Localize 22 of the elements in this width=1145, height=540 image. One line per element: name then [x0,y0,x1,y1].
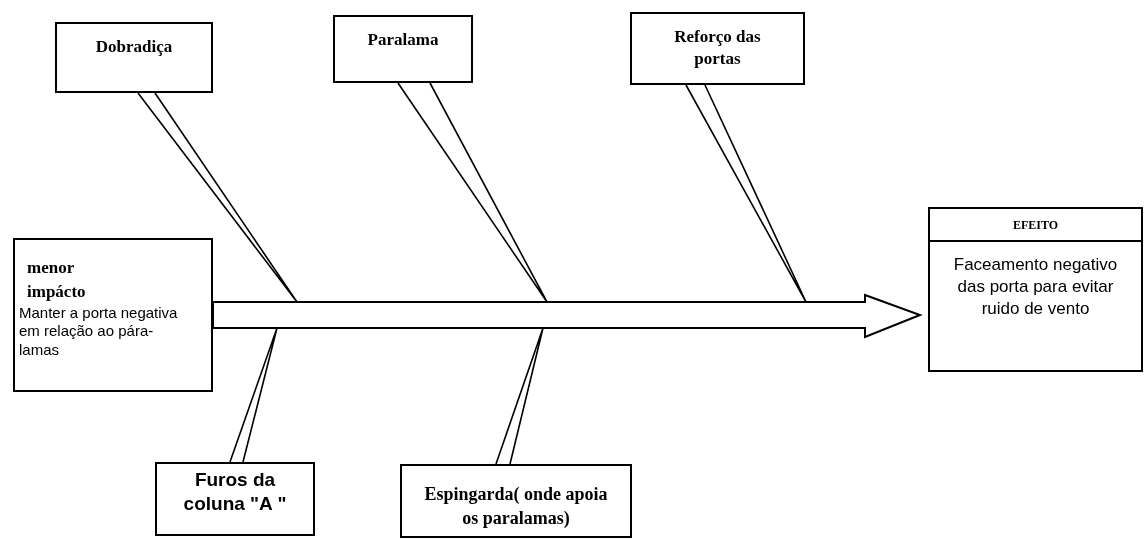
cause-heading: menor impácto [27,257,87,303]
cause-box [13,238,213,392]
bone-line [495,327,544,465]
bone-line [229,327,278,463]
cause-box [55,22,213,93]
cause-box [400,464,632,538]
cause-box [333,15,473,83]
cause-box [155,462,315,536]
spine-arrow [212,293,923,339]
cause-box [630,12,805,85]
effect-heading: EFEITO [1012,216,1059,234]
bone-line [397,82,548,303]
bone-line [685,84,807,303]
cause-label: Dobradiça [95,36,173,58]
cause-label: Furos da coluna "A " [182,468,288,516]
effect-box [928,207,1143,372]
bone-line [137,92,298,303]
cause-label: Paralama [367,29,439,51]
cause-label: Espingarda( onde apoia os paralamas) [423,483,609,531]
cause-label: Reforço das portas [673,26,762,71]
cause-description: Manter a porta negativa em relação ao pára-lamas [19,303,179,360]
effect-description: Faceamento negativo das porta para evitar ruido de vento [952,254,1119,321]
